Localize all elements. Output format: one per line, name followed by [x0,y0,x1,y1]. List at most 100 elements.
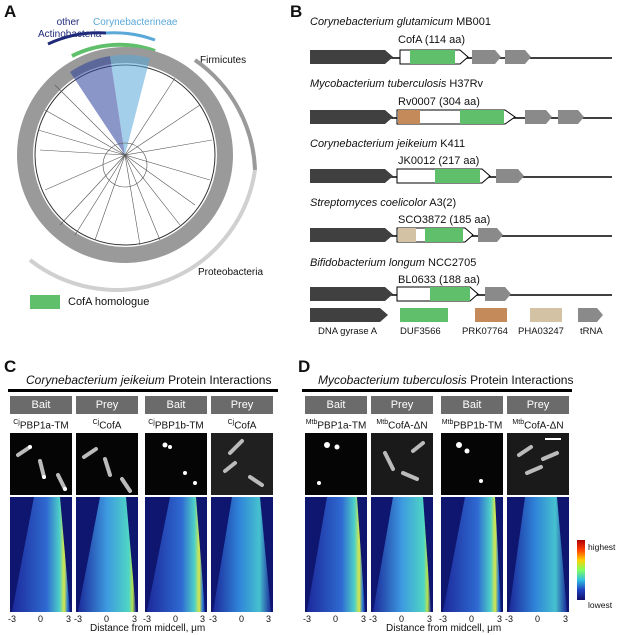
gene-map-row-1 [310,109,612,125]
legend-trna-swatch [578,308,603,322]
x-tick: -3 [143,614,152,624]
x-tick: 0 [239,614,245,624]
protein-label-sup: Mtb [441,419,454,426]
panel-c-heatmaps [10,497,273,612]
panel-letter-a: A [4,2,17,21]
gene-map-row-2 [310,168,612,184]
firmicutes-label: Firmicutes [200,55,247,66]
corynebacterineae-wedge [110,54,150,155]
protein-label-sup: Cj [92,419,100,426]
x-tick: 3 [497,614,503,624]
protein-label: MtbPBP1a-TM [301,419,371,431]
dna-gyrase-arrow [310,287,393,301]
protein-label-sup: Cj [227,419,235,426]
cofa-legend-swatch [30,295,60,309]
gene-label-1: Rv0007 (304 aa) [398,96,480,108]
colorbar-highest-label: highest [588,542,616,552]
actinobacteria-wedge [70,56,125,155]
duf3566-domain [460,110,504,124]
genome-strain-3: A3(2) [426,197,457,209]
genome-title-0: Corynebacterium glutamicum MB001 [310,16,491,28]
panel-d-title: Mycobacterium tuberculosis Protein Inter… [318,373,573,387]
x-tick: -3 [439,614,448,624]
x-tick: 3 [66,614,72,624]
firmicutes-arc [193,58,257,171]
prey-box: Prey [211,396,273,414]
dna-gyrase-arrow [310,228,393,242]
duf3566-domain [435,169,480,183]
other-actinobacteria-label-line2: Actinobacteria [38,29,102,40]
protein-label-text: PBP1a-TM [19,420,69,432]
protein-label: MtbCofA-ΔN [503,419,573,431]
x-tick: 3 [427,614,433,624]
proteobacteria-label: Proteobacteria [198,267,264,278]
x-tick: 3 [361,614,367,624]
bait-box: Bait [441,396,503,414]
protein-label-sup: Mtb [376,419,389,426]
protein-label-text: CofA [234,420,257,432]
cofa-legend-label: CofA homologue [68,296,150,308]
genome-strain-1: H37Rv [446,78,484,90]
other-actinobacteria-label: other Actinobacteria [38,17,102,41]
panel-c-micrographs [10,433,273,495]
protein-label-sup: Cj [13,419,20,426]
panel-c-rule [8,389,278,392]
gene-label-2: JK0012 (217 aa) [398,155,480,167]
panel-d-rule [302,389,572,392]
x-tick: 3 [200,614,206,624]
prey-box: Prey [76,396,138,414]
bait-box: Bait [10,396,72,414]
colorbar-lowest-label: lowest [588,600,613,610]
protein-label-text: CofA [99,420,122,432]
legend-duf3566-swatch [400,308,448,322]
trna-arrow [496,169,524,183]
gene-map-row-3 [310,227,612,243]
protein-label: CjPBP1b-TM [143,419,209,431]
bait-box: Bait [305,396,367,414]
legend-prk07764-label: PRK07764 [462,326,508,337]
panel-letter-c: C [4,357,17,376]
corynebacterineae-arc [105,31,156,42]
x-tick: 0 [38,614,44,624]
protein-label-text: PBP1a-TM [317,420,367,432]
legend-gyrase-label: DNA gyrase A [318,326,378,337]
tree-inner-arc [102,142,148,188]
gene-map-row-0 [310,49,612,65]
protein-label: CjCofA [209,419,275,431]
duf3566-domain [410,50,455,64]
genome-title-3: Streptomyces coelicolor A3(2) [310,197,456,209]
trna-arrow [485,287,511,301]
pha03247-domain [398,228,416,242]
panel-d-xlabel: Distance from midcell, μm [386,623,502,634]
legend-trna-label: tRNA [580,326,603,337]
x-tick: -3 [505,614,514,624]
trna-arrow [558,110,584,124]
x-tick: -3 [74,614,83,624]
legend-gyrase-swatch [310,308,388,322]
protein-label-text: CofA-ΔN [388,420,428,432]
panel-d-heatmaps [305,497,569,612]
genome-org-4: Bifidobacterium longum [310,257,425,269]
x-tick: 0 [469,614,475,624]
x-tick: 0 [399,614,405,624]
x-tick: -3 [8,614,17,624]
genome-strain-0: MB001 [453,16,491,28]
panel-d-title-organism: Mycobacterium tuberculosis [318,373,467,387]
genome-strain-2: K411 [437,138,466,150]
gene-maps [310,49,612,322]
genome-org-3: Streptomyces coelicolor [310,197,427,209]
x-tick: 3 [132,614,138,624]
genome-title-4: Bifidobacterium longum NCC2705 [310,257,476,269]
cofa-homologue-arc [71,42,156,58]
other-actinobacteria-label-line1: other [56,17,80,28]
protein-label: CjCofA [74,419,140,431]
gene-label-4: BL0633 (188 aa) [398,274,480,286]
dna-gyrase-arrow [310,169,393,183]
prk07764-domain [398,110,420,124]
legend-pha03247-label: PHA03247 [518,326,564,337]
panel-d-micrographs [305,433,569,495]
colorbar [577,540,585,600]
x-tick: 0 [173,614,179,624]
duf3566-domain [430,287,470,301]
protein-label: MtbPBP1b-TM [437,419,507,431]
